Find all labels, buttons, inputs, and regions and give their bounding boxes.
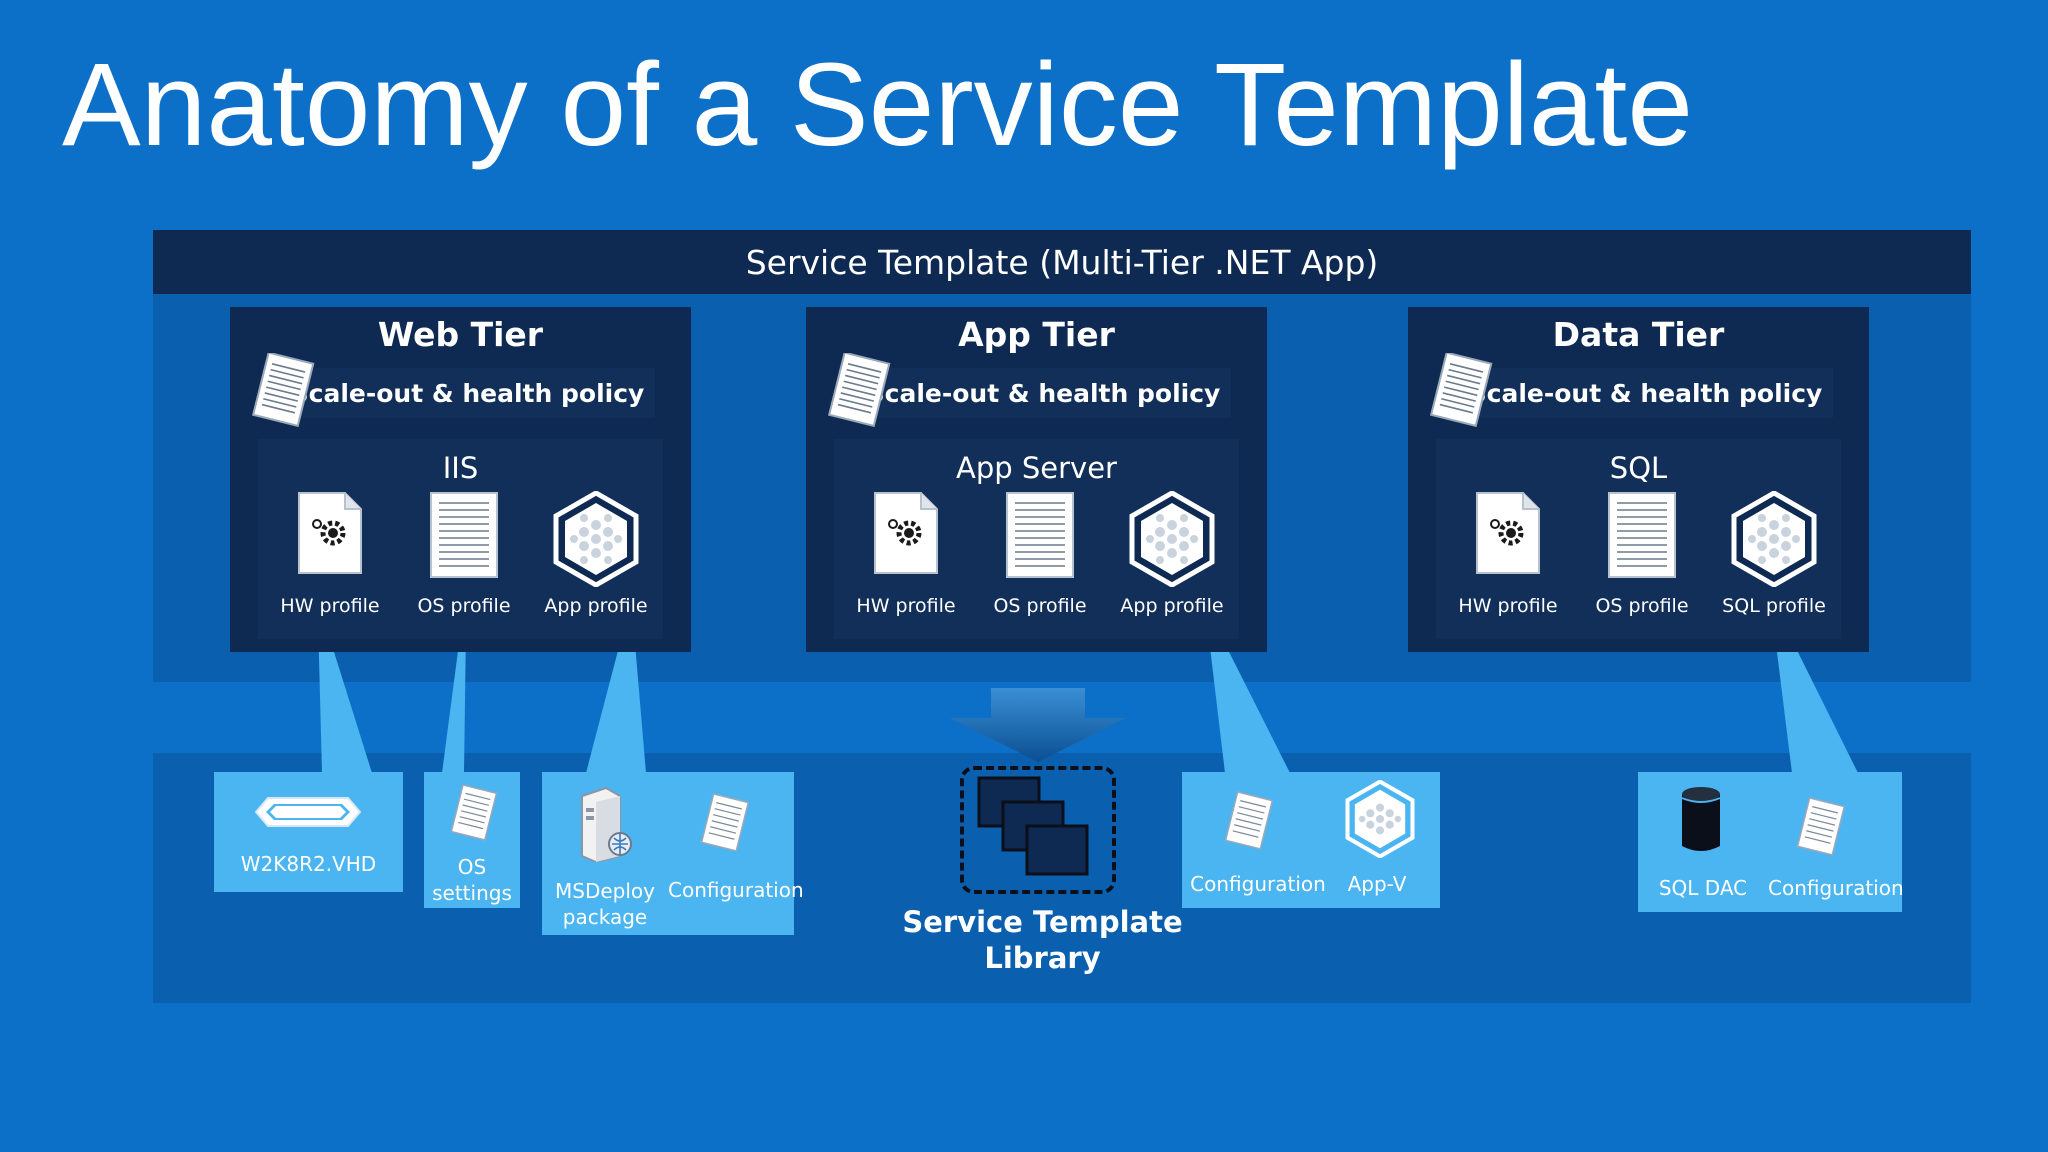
- server-role-label: SQL: [1609, 451, 1668, 485]
- icon-label: OS profile: [417, 595, 511, 617]
- app-profile-icon: [553, 491, 639, 587]
- down-arrow-icon: [950, 688, 1126, 762]
- icon-label: HW profile: [1458, 595, 1558, 617]
- sql-role-panel: SQL HW profile OS: [1436, 439, 1841, 639]
- sql-dac-label: SQL DAC: [1658, 876, 1748, 900]
- appv-label: App-V: [1347, 872, 1407, 896]
- os-settings-line2: settings: [432, 881, 512, 905]
- tier-title: Web Tier: [377, 315, 544, 354]
- app-tier-resource-box: Configuration App-V: [1182, 772, 1440, 908]
- web-tier-panel: Web Tier Scale-out & health policy IIS H…: [230, 307, 691, 652]
- hw-profile: HW profile: [265, 491, 395, 631]
- os-settings-label: OS settings: [424, 854, 520, 906]
- sql-dac-database-icon: [1681, 787, 1721, 851]
- app-profile-icon: [1129, 491, 1215, 587]
- vhd-disk-icon: [254, 797, 362, 827]
- data-configuration-label: Configuration: [1768, 876, 1904, 900]
- appv-icon: [1345, 780, 1415, 858]
- msdeploy-label: MSDeploy package: [542, 878, 668, 930]
- app-profile: App profile: [1107, 491, 1237, 631]
- library-label-line1: Service Template: [902, 905, 1183, 939]
- configuration-document-icon: [700, 793, 750, 852]
- hw-profile: HW profile: [841, 491, 971, 631]
- app-profile: App profile: [531, 491, 661, 631]
- callout-app-apptier: [1207, 622, 1290, 773]
- app-server-role-panel: App Server HW profile: [834, 439, 1239, 639]
- hw-profile-icon: [298, 492, 362, 574]
- library-label-line2: Library: [984, 941, 1101, 975]
- web-configuration-label: Configuration: [668, 878, 804, 902]
- server-role-label: App Server: [956, 451, 1117, 485]
- os-profile-icon: [1006, 492, 1074, 578]
- msdeploy-line2: package: [562, 905, 648, 929]
- policy-document-icon: [827, 353, 891, 427]
- vhd-label: W2K8R2.VHD: [240, 852, 377, 876]
- policy-label: Scale-out & health policy: [1458, 368, 1833, 418]
- server-role-label: IIS: [442, 451, 479, 485]
- icon-label: OS profile: [993, 595, 1087, 617]
- os-profile: OS profile: [975, 491, 1105, 631]
- vhd-resource-box: W2K8R2.VHD: [214, 772, 403, 892]
- hw-profile-icon: [874, 492, 938, 574]
- web-app-resource-box: MSDeploy package Configuration: [542, 772, 804, 935]
- icon-label: App profile: [544, 595, 648, 617]
- iis-role-panel: IIS HW profile OS: [258, 439, 663, 639]
- slide-title: Anatomy of a Service Template: [62, 39, 1693, 171]
- callout-hw-web: [318, 620, 372, 773]
- data-tier-panel: Data Tier Scale-out & health policy SQL …: [1408, 307, 1869, 652]
- tier-title: Data Tier: [1552, 315, 1725, 354]
- msdeploy-line1: MSDeploy: [555, 879, 655, 903]
- hw-profile-icon: [1476, 492, 1540, 574]
- msdeploy-server-icon: [581, 786, 632, 862]
- configuration-document-icon: [1224, 791, 1274, 850]
- service-template-banner: Service Template (Multi-Tier .NET App): [153, 230, 1971, 294]
- library-stack-icon: [977, 776, 1089, 876]
- os-profile-icon: [430, 492, 498, 578]
- os-profile: OS profile: [1577, 491, 1707, 631]
- library-label: Service Template Library: [885, 904, 1200, 976]
- os-settings-box: OS settings: [424, 772, 520, 908]
- os-profile: OS profile: [399, 491, 529, 631]
- os-settings-line1: OS: [457, 855, 487, 879]
- icon-label: OS profile: [1595, 595, 1689, 617]
- policy-label: Scale-out & health policy: [856, 368, 1231, 418]
- hw-profile: HW profile: [1443, 491, 1573, 631]
- tier-title: App Tier: [958, 315, 1115, 354]
- callout-os-web: [442, 628, 466, 773]
- library-frame: [960, 766, 1116, 894]
- callout-sql-datatier: [1772, 612, 1858, 773]
- icon-label: App profile: [1120, 595, 1224, 617]
- configuration-document-icon: [1796, 797, 1846, 856]
- app-tier-panel: App Tier Scale-out & health policy App S…: [806, 307, 1267, 652]
- settings-document-icon: [450, 784, 498, 841]
- icon-label: HW profile: [280, 595, 380, 617]
- sql-profile: SQL profile: [1709, 491, 1839, 631]
- sql-profile-icon: [1731, 491, 1817, 587]
- policy-label: Scale-out & health policy: [280, 368, 655, 418]
- banner-label: Service Template (Multi-Tier .NET App): [745, 242, 1379, 282]
- data-tier-resource-box: SQL DAC Configuration: [1638, 772, 1904, 912]
- policy-document-icon: [1429, 353, 1493, 427]
- app-configuration-label: Configuration: [1190, 872, 1326, 896]
- callout-app-web: [586, 620, 646, 773]
- icon-label: HW profile: [856, 595, 956, 617]
- icon-label: SQL profile: [1722, 595, 1826, 617]
- os-profile-icon: [1608, 492, 1676, 578]
- policy-document-icon: [251, 353, 315, 427]
